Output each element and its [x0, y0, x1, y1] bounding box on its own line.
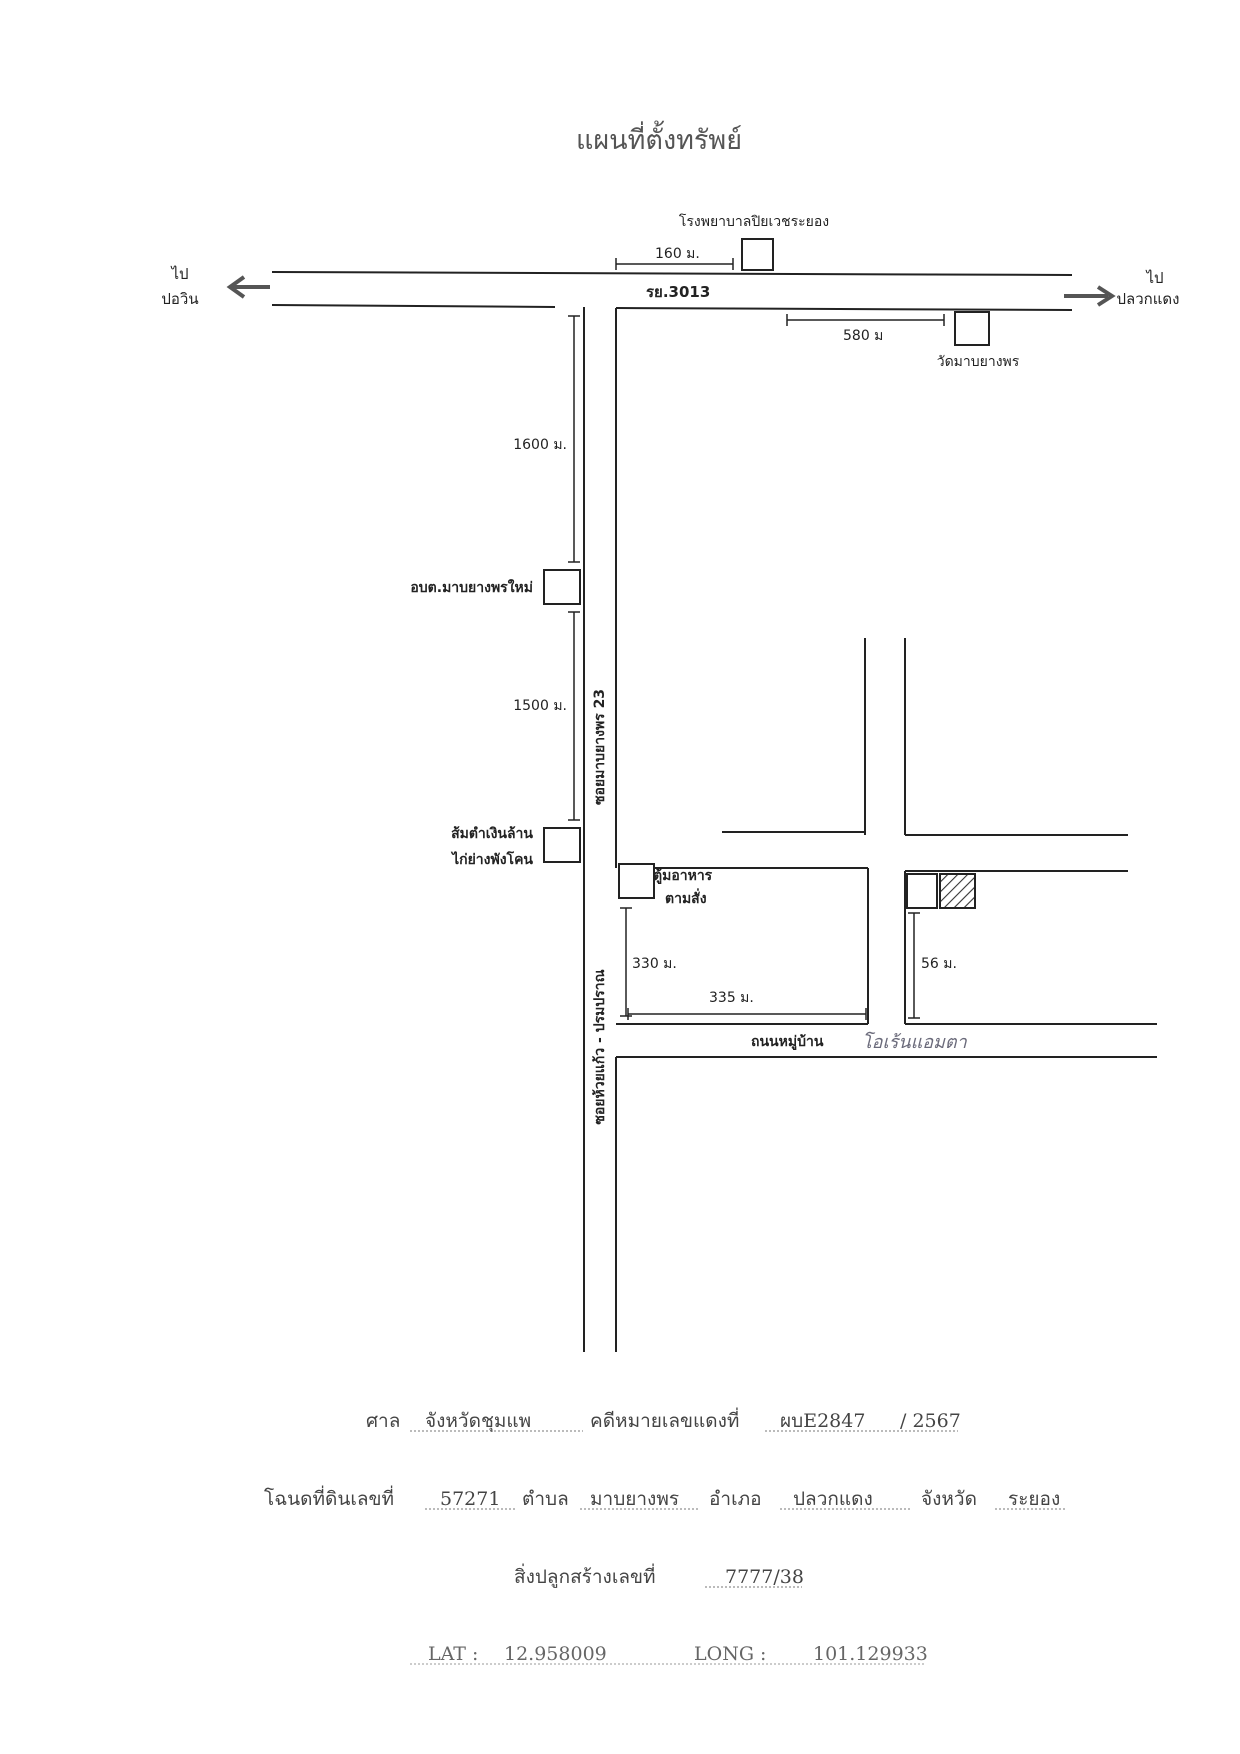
soi-north-label: ซอยมาบยางพร 23 — [592, 689, 608, 805]
long-label: LONG : — [694, 1643, 766, 1665]
direction-east-line1: ไป — [1145, 269, 1163, 287]
lat-value: 12.958009 — [504, 1643, 607, 1665]
temple-marker — [954, 311, 990, 346]
distance-line-335 — [627, 1008, 867, 1020]
district-label: อำเภอ — [709, 1488, 762, 1510]
direction-west-line1: ไป — [170, 265, 188, 283]
distance-tao-label: 1600 ม. — [513, 437, 567, 453]
distance-line-hospital — [615, 258, 734, 270]
building-label: สิ่งปลูกสร้างเลขที่ — [514, 1563, 655, 1588]
lat-label: LAT : — [428, 1643, 478, 1665]
province-value: ระยอง — [1008, 1488, 1060, 1510]
adjacent-plot-marker — [906, 873, 938, 909]
distance-hospital-label: 160 ม. — [655, 246, 700, 262]
court-value: จังหวัดชุมแพ — [425, 1410, 531, 1433]
soi-road — [583, 307, 617, 1352]
tao-office-marker — [543, 569, 581, 605]
case-label: คดีหมายเลขแดงที่ — [590, 1407, 739, 1432]
hospital-marker — [741, 238, 774, 271]
direction-west-line2: ปอวิน — [161, 290, 198, 308]
court-label: ศาล — [366, 1410, 400, 1432]
main-road — [271, 271, 1073, 311]
distance-line-330 — [620, 907, 632, 1017]
food-cabinet-label-line2: ตามสั่ง — [665, 888, 707, 907]
footer-coordinates-line: LAT : 12.958009 LONG : 101.129933 — [410, 1643, 928, 1665]
arrow-left-icon — [226, 275, 270, 299]
distance-line-56 — [908, 912, 920, 1019]
tao-office-label: อบต.มาบยางพรใหม่ — [410, 578, 533, 596]
case-year: / 2567 — [900, 1410, 961, 1432]
footer-court-line: ศาล จังหวัดชุมแพ คดีหมายเลขแดงที่ ผบE284… — [366, 1407, 961, 1433]
village-roads — [616, 638, 1157, 1058]
distance-335-label: 335 ม. — [709, 990, 754, 1006]
deed-value: 57271 — [440, 1488, 500, 1510]
distance-line-restaurant — [568, 611, 580, 821]
restaurant-label-line2: ไก่ย่างพังโคน — [450, 850, 533, 868]
direction-east-line2: ปลวกแดง — [1117, 290, 1180, 308]
main-road-label: รย.3013 — [646, 283, 710, 301]
distance-330-label: 330 ม. — [632, 956, 677, 972]
hospital-label: โรงพยาบาลปิยเวชระยอง — [679, 213, 829, 230]
food-cabinet-marker — [618, 863, 655, 899]
subdistrict-value: มาบยางพร — [590, 1488, 679, 1510]
building-value: 7777/38 — [725, 1566, 804, 1588]
footer-building-line: สิ่งปลูกสร้างเลขที่ 7777/38 — [514, 1563, 804, 1588]
temple-label: วัดมาบยางพร — [937, 354, 1020, 370]
restaurant-label-line1: ส้มตำเงินล้าน — [451, 826, 533, 842]
distance-restaurant-label: 1500 ม. — [513, 698, 567, 714]
district-value: ปลวกแดง — [793, 1488, 873, 1510]
distance-line-temple — [786, 314, 945, 326]
food-cabinet-label-line1: ตู้มอาหาร — [653, 868, 713, 884]
village-road-label: ถนนหมู่บ้าน — [751, 1034, 824, 1050]
long-value: 101.129933 — [813, 1643, 928, 1665]
subdistrict-label: ตำบล — [522, 1488, 569, 1510]
deed-label: โฉนดที่ดินเลขที่ — [264, 1485, 394, 1510]
page-title: แผนที่ตั้งทรัพย์ — [576, 120, 742, 156]
target-property-marker — [939, 873, 976, 909]
distance-56-label: 56 ม. — [921, 956, 957, 972]
soi-south-label: ซอยห้วยแก้ว - ปรมปราณ — [592, 969, 608, 1124]
distance-temple-label: 580 ม — [843, 328, 883, 344]
footer-deed-line: โฉนดที่ดินเลขที่ 57271 ตำบล มาบยางพร อำเ… — [264, 1485, 1066, 1510]
province-label: จังหวัด — [921, 1488, 977, 1510]
arrow-right-icon — [1064, 285, 1116, 307]
distance-line-tao — [568, 315, 580, 563]
handwritten-note: โอเร้นแอมตา — [862, 1031, 968, 1053]
restaurant-marker — [543, 827, 581, 863]
case-value: ผบE2847 — [780, 1410, 865, 1432]
